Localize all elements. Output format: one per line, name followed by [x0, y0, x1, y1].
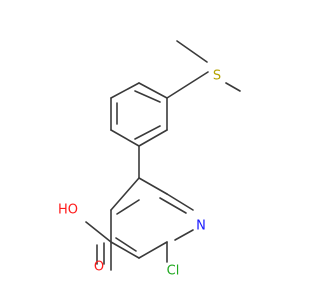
atom-oxygen-label: O	[94, 260, 104, 275]
bond-line-15	[138, 241, 168, 259]
bond-line-20	[159, 197, 187, 214]
atom-nitrogen-label: N	[196, 219, 206, 234]
bond-line-9	[134, 125, 161, 140]
atom-sulfur-label: S	[213, 69, 221, 84]
bond-line-8	[134, 90, 161, 103]
bond-line-13	[138, 177, 168, 195]
bond-line-19	[174, 229, 194, 241]
bond-line-25	[85, 221, 112, 243]
molecule-canvas: S N Cl O HO	[58, 40, 241, 279]
molecule-structure: S N Cl O HO	[58, 40, 241, 279]
bond-line-1	[225, 82, 241, 92]
atom-chlorine-label: Cl	[167, 264, 180, 279]
bond-line-16	[110, 241, 140, 259]
bond-line-14	[166, 193, 194, 211]
bond-line-7	[110, 82, 140, 99]
bond-line-21	[115, 237, 137, 252]
bond-group	[85, 40, 241, 271]
bond-line-22	[116, 199, 140, 215]
bond-line-18	[110, 177, 140, 211]
bond-line-4	[138, 129, 168, 147]
bond-line-11	[166, 71, 209, 99]
bond-line-0	[176, 40, 208, 63]
atom-hydroxyl-label: HO	[58, 203, 78, 218]
bond-line-2	[138, 82, 168, 99]
bond-line-5	[110, 129, 140, 147]
